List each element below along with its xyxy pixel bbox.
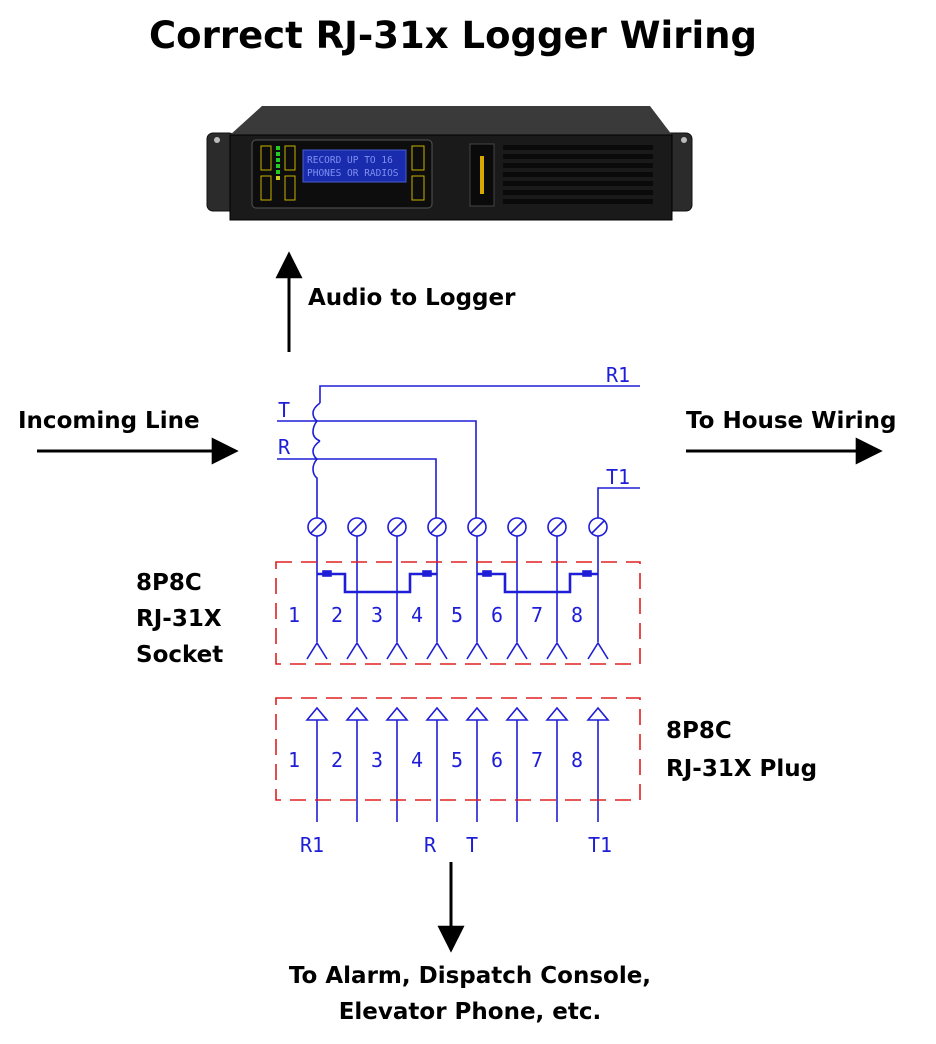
display-line2: PHONES OR RADIOS (307, 168, 399, 179)
bottom-label-line2: Elevator Phone, etc. (338, 999, 602, 1025)
socket-num-8: 8 (571, 603, 583, 627)
bottom-label-line1: To Alarm, Dispatch Console, (288, 963, 652, 989)
socket-pins (306, 517, 609, 660)
plug-pin-6 (505, 706, 529, 822)
socket-pin-numbers: 1 2 3 4 5 6 7 8 (288, 603, 583, 627)
wire-r (277, 458, 437, 518)
socket-pin-2 (346, 517, 368, 660)
socket-pin-6 (506, 517, 528, 660)
display-line1: RECORD UP TO 16 (307, 155, 393, 166)
socket-box (275, 561, 641, 665)
plug-label-r: R (424, 833, 437, 857)
plug-num-4: 4 (411, 748, 423, 772)
socket-num-2: 2 (331, 603, 343, 627)
plug-wire-labels: R1 R T T1 (300, 833, 612, 857)
plug-num-2: 2 (331, 748, 343, 772)
plug-label: 8P8C RJ-31X Plug (666, 712, 817, 788)
plug-num-6: 6 (491, 748, 503, 772)
plug-pin-2 (345, 706, 369, 822)
socket-pin-1 (306, 517, 328, 660)
plug-label-line2: RJ-31X Plug (666, 756, 818, 782)
shorting-bar-right (477, 572, 598, 594)
plug-box (275, 697, 641, 801)
plug-label-line1: 8P8C (666, 718, 732, 744)
plug-label-t: T (466, 833, 478, 857)
plug-pin-4 (425, 706, 449, 822)
plug-label-r1: R1 (300, 833, 324, 857)
plug-pin-8 (586, 706, 610, 822)
socket-num-6: 6 (491, 603, 503, 627)
wire-t1 (597, 487, 640, 518)
logger-device: RECORD UP TO 16 PHONES OR RADIOS (206, 106, 693, 221)
socket-label-line1: 8P8C (136, 570, 202, 596)
label-t1: T1 (606, 465, 630, 489)
plug-num-3: 3 (371, 748, 383, 772)
wire-r1 (319, 385, 640, 403)
plug-pin-3 (385, 706, 409, 822)
plug-num-8: 8 (571, 748, 583, 772)
socket-label-line2: RJ-31X (136, 606, 222, 632)
incoming-line-label: Incoming Line (18, 408, 200, 434)
label-r1: R1 (606, 363, 630, 387)
socket-num-7: 7 (531, 603, 543, 627)
plug-num-5: 5 (451, 748, 463, 772)
plug-pin-7 (545, 706, 569, 822)
socket-pin-4 (426, 517, 448, 660)
audio-to-logger-label: Audio to Logger (308, 285, 516, 311)
socket-pin-8 (587, 517, 609, 660)
plug-pin-5 (465, 706, 489, 822)
socket-label: 8P8C RJ-31X Socket (136, 565, 223, 673)
wire-t (277, 420, 477, 518)
plug-pins (305, 706, 610, 822)
bottom-label: To Alarm, Dispatch Console, Elevator Pho… (220, 958, 720, 1030)
plug-label-t1: T1 (588, 833, 612, 857)
label-r: R (278, 435, 291, 459)
socket-pin-5 (466, 517, 488, 660)
shorting-bar-left (317, 572, 437, 594)
vent-grille (503, 145, 653, 204)
to-house-wiring-label: To House Wiring (686, 408, 897, 434)
plug-num-1: 1 (288, 748, 300, 772)
socket-pin-3 (386, 517, 408, 660)
plug-pin-numbers: 1 2 3 4 5 6 7 8 (288, 748, 583, 772)
socket-num-1: 1 (288, 603, 300, 627)
wiring (277, 385, 640, 822)
socket-num-5: 5 (451, 603, 463, 627)
socket-pin-7 (546, 517, 568, 660)
plug-num-7: 7 (531, 748, 543, 772)
socket-label-line3: Socket (136, 642, 224, 668)
page-title: Correct RJ-31x Logger Wiring (149, 14, 757, 57)
socket-num-3: 3 (371, 603, 383, 627)
label-t: T (278, 398, 290, 422)
socket-num-4: 4 (411, 603, 423, 627)
level-meter (276, 146, 280, 180)
plug-pin-1 (305, 706, 329, 822)
